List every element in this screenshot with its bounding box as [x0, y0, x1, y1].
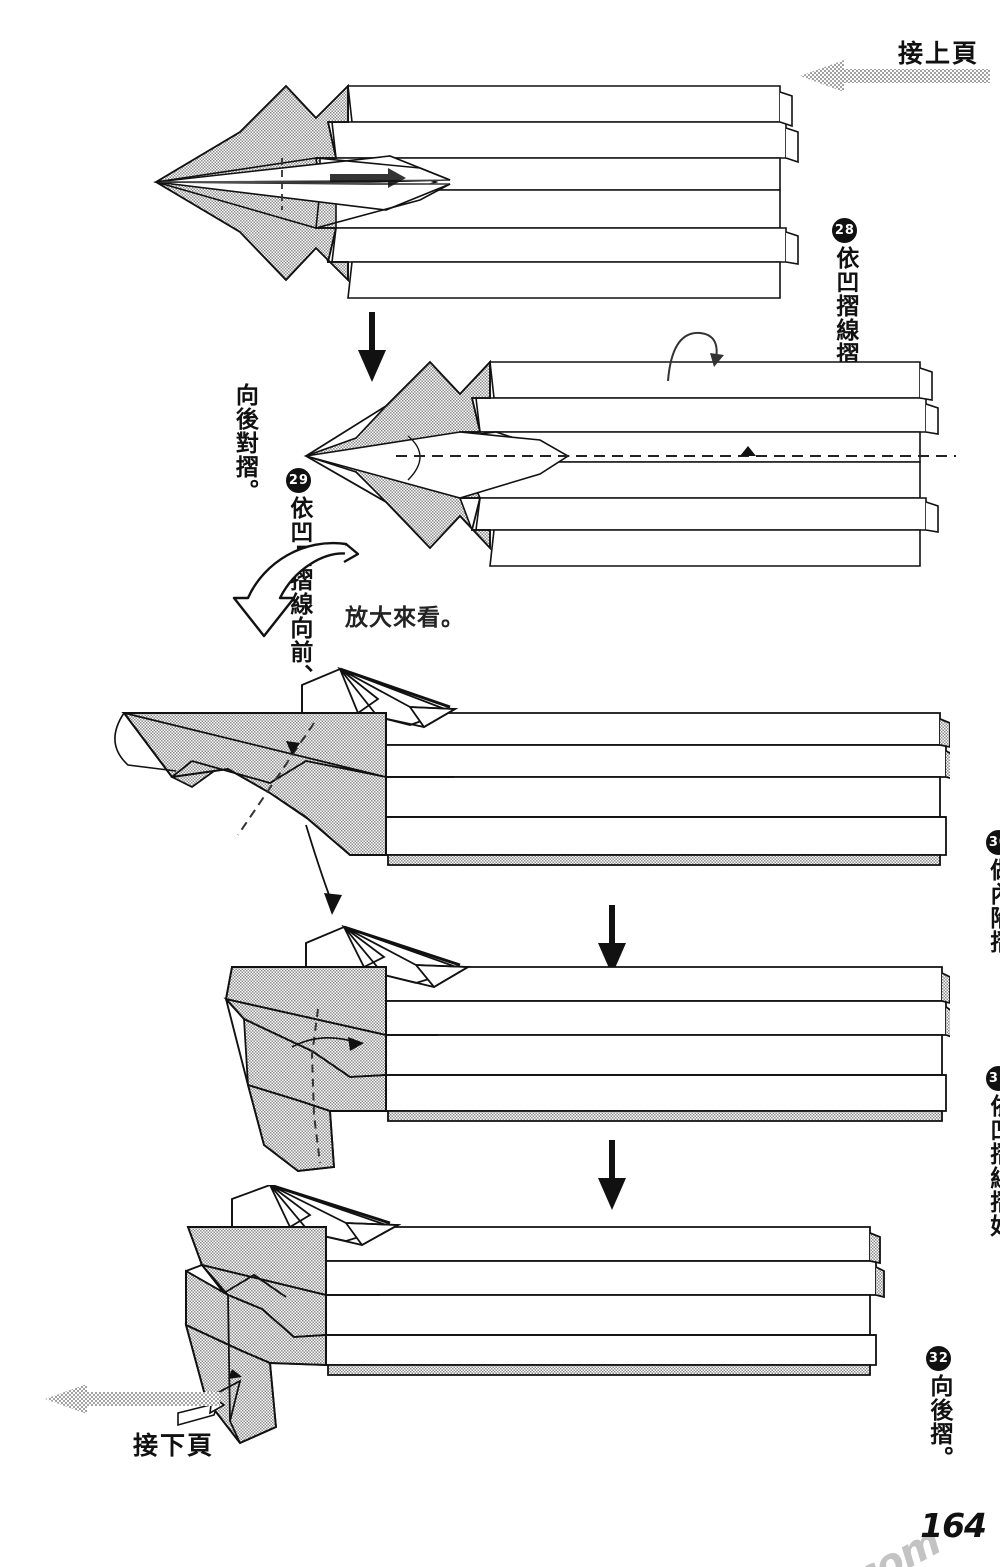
step-arrow-30-to-31-icon	[598, 905, 626, 975]
valley-fold-dashed-line-31	[310, 1008, 321, 1164]
fold-direction-arrow	[324, 893, 342, 915]
fold-behind-curved-arrow-icon	[667, 331, 724, 382]
step-31-figure	[223, 925, 950, 1172]
page-number: 164	[920, 1506, 987, 1545]
step-32-figure	[177, 1185, 885, 1445]
step-arrow-28-to-29-icon	[358, 312, 386, 382]
zoom-in-hollow-arrow-icon	[232, 541, 360, 638]
continued-from-previous-page-label: 接上頁	[898, 39, 980, 68]
step-30-text: 做內陷摺。	[985, 858, 1000, 978]
step-28-figure	[153, 83, 799, 299]
site-watermark: DM5.com	[748, 1518, 948, 1567]
step-arrow-31-to-32-icon	[598, 1140, 626, 1210]
step-30-figure	[114, 666, 950, 915]
step-30-caption: 30 做內陷摺。	[962, 722, 1000, 978]
step-29-text-main: 依凹凸摺線向前、	[285, 496, 312, 688]
step-30-number: 30	[986, 830, 1000, 855]
step-28-caption: 28依凹摺線摺過來。	[808, 110, 882, 438]
inside-reverse-fold-dashed-line	[237, 722, 315, 836]
fold-direction-marker	[740, 446, 756, 456]
step-32-number: 32	[926, 1346, 952, 1371]
step-31-number: 31	[986, 1066, 1000, 1091]
step-32-text: 向後摺。	[925, 1374, 952, 1470]
gray-left-arrow-icon-top	[800, 60, 990, 92]
step-31-caption: 31 依凹摺線摺好。	[962, 958, 1000, 1262]
zoom-in-label: 放大來看。	[345, 605, 465, 631]
step-29-caption-second-column: 向後對摺。	[231, 383, 258, 503]
step-29-caption: 29 依凹凸摺線向前、	[262, 360, 336, 688]
step-32-caption: 32 向後摺。	[902, 1238, 976, 1470]
step-29-figure	[303, 359, 956, 567]
step-28-number: 28	[832, 218, 858, 243]
continued-on-next-page-label: 接下頁	[133, 1431, 215, 1460]
step-29-number: 29	[286, 468, 312, 493]
gray-left-arrow-icon-bottom	[45, 1384, 220, 1414]
step-31-text: 依凹摺線摺好。	[985, 1094, 1000, 1262]
